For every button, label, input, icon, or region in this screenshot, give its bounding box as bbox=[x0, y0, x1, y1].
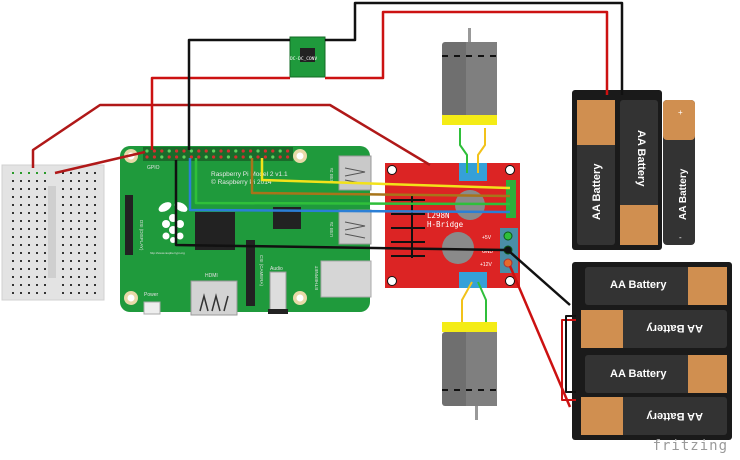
wire-black-gnd-battery[interactable] bbox=[509, 251, 571, 306]
battery-cell: AA Battery bbox=[620, 100, 658, 245]
battery-cell: AA Battery bbox=[581, 310, 727, 348]
pi-title: Raspberry Pi Model 2 v1.1 bbox=[211, 171, 288, 178]
wire-green-signal[interactable] bbox=[194, 158, 511, 206]
plus-sign: + bbox=[678, 108, 683, 117]
usb-port-1 bbox=[338, 155, 372, 191]
battery-pack-3xAA[interactable]: AA Battery AA Battery AA Battery + - bbox=[572, 90, 695, 250]
breadboard[interactable] bbox=[1, 164, 105, 301]
wire-brown-signal[interactable] bbox=[250, 158, 511, 198]
wire-red-breadboard-rpi[interactable] bbox=[31, 103, 431, 168]
wire-battery-link-black[interactable] bbox=[565, 315, 576, 393]
battery-cell: AA Battery bbox=[577, 100, 615, 245]
power-port bbox=[143, 301, 161, 315]
raspberry-pi[interactable]: GPIO Raspberry Pi Model 2 v1.1 © Raspber… bbox=[120, 146, 372, 316]
audio-jack bbox=[269, 271, 287, 313]
battery-label: AA Battery bbox=[610, 368, 667, 380]
minus-sign: - bbox=[679, 233, 682, 242]
wire-red-12v-battery[interactable] bbox=[508, 265, 572, 408]
battery-label: AA Battery bbox=[678, 168, 689, 220]
wire-black-converter-gpio[interactable] bbox=[187, 38, 290, 150]
converter-label: DC-DC_CONV bbox=[290, 56, 317, 62]
hbridge-title-1: L298N bbox=[427, 211, 450, 220]
wire-motor-bottom-green[interactable] bbox=[477, 281, 487, 322]
battery-cell-loose: AA Battery + - bbox=[663, 100, 695, 245]
hbridge-title-2: H-Bridge bbox=[427, 220, 464, 229]
battery-label: AA Battery bbox=[646, 322, 703, 334]
wire-blue-signal[interactable] bbox=[188, 158, 511, 214]
battery-label: AA Battery bbox=[635, 130, 647, 187]
soc-chip bbox=[195, 212, 235, 250]
csi-label: CSI (CAMERA) bbox=[259, 255, 264, 287]
audio-label: Audio bbox=[270, 266, 283, 272]
wire-red-converter-gpio[interactable] bbox=[150, 76, 290, 150]
pi-url: http://www.raspberrypi.org bbox=[150, 251, 185, 255]
chip bbox=[273, 207, 301, 229]
wire-yellow-signal[interactable] bbox=[260, 158, 511, 190]
usb-port-2 bbox=[338, 209, 372, 245]
capacitor bbox=[442, 232, 474, 264]
dc-dc-converter[interactable]: DC-DC_CONV bbox=[289, 36, 326, 78]
wire-black-gnd-rpi-hbridge[interactable] bbox=[174, 160, 506, 252]
battery-cell: AA Battery bbox=[585, 267, 727, 305]
dsi-label: DSI (DISPLAY) bbox=[139, 220, 144, 251]
usb-label-1: USB 2x bbox=[329, 167, 334, 183]
raspberry-logo-icon bbox=[158, 202, 188, 243]
battery-label: AA Battery bbox=[610, 279, 667, 291]
pin-gnd-label: GND bbox=[482, 249, 494, 255]
wire-motor-top-green[interactable] bbox=[459, 128, 468, 173]
dsi-connector bbox=[125, 195, 133, 255]
wire-motor-bottom-yellow[interactable] bbox=[461, 281, 473, 322]
power-label: Power bbox=[144, 292, 159, 298]
breadboard-holes bbox=[12, 172, 96, 294]
battery-pack-4xAA[interactable]: AA Battery AA Battery AA Battery AA Batt… bbox=[572, 262, 732, 440]
pi-copyright: © Raspberry Pi 2014 bbox=[211, 178, 272, 186]
dc-motor-top[interactable] bbox=[442, 28, 497, 125]
wire-motor-top-yellow[interactable] bbox=[477, 128, 486, 173]
battery-cell: AA Battery bbox=[585, 355, 727, 393]
ethernet-label: ETHERNET bbox=[314, 265, 319, 290]
ethernet-port bbox=[320, 260, 372, 298]
battery-label: AA Battery bbox=[591, 163, 603, 220]
hdmi-port bbox=[190, 280, 238, 316]
motor-terminal-bottom bbox=[459, 272, 487, 288]
pin-5v-label: +5V bbox=[482, 235, 492, 241]
input-pins bbox=[506, 180, 516, 218]
h-bridge-board[interactable]: L298N H-Bridge +5V GND +12V bbox=[385, 163, 520, 288]
battery-cell: AA Battery bbox=[581, 397, 727, 435]
hdmi-label: HDMI bbox=[205, 273, 218, 279]
gpio-label: GPIO bbox=[147, 165, 160, 171]
gpio-header[interactable] bbox=[143, 147, 293, 161]
wire-battery-link-red[interactable] bbox=[561, 319, 576, 401]
wire-black-converter-battery[interactable] bbox=[325, 1, 624, 95]
gpio-pins bbox=[145, 149, 290, 159]
wire-red-breadboard-gpio[interactable] bbox=[54, 150, 146, 175]
battery-label: AA Battery bbox=[646, 410, 703, 422]
heatsink bbox=[391, 195, 425, 258]
dc-motor-bottom[interactable] bbox=[442, 322, 497, 420]
wire-red-converter-battery[interactable] bbox=[325, 10, 609, 95]
pin-12v-label: +12V bbox=[480, 262, 492, 268]
usb-label-2: USB 2x bbox=[329, 221, 334, 237]
fritzing-watermark: fritzing bbox=[652, 438, 728, 454]
motor-terminal-top bbox=[459, 163, 487, 181]
csi-connector bbox=[246, 240, 255, 306]
